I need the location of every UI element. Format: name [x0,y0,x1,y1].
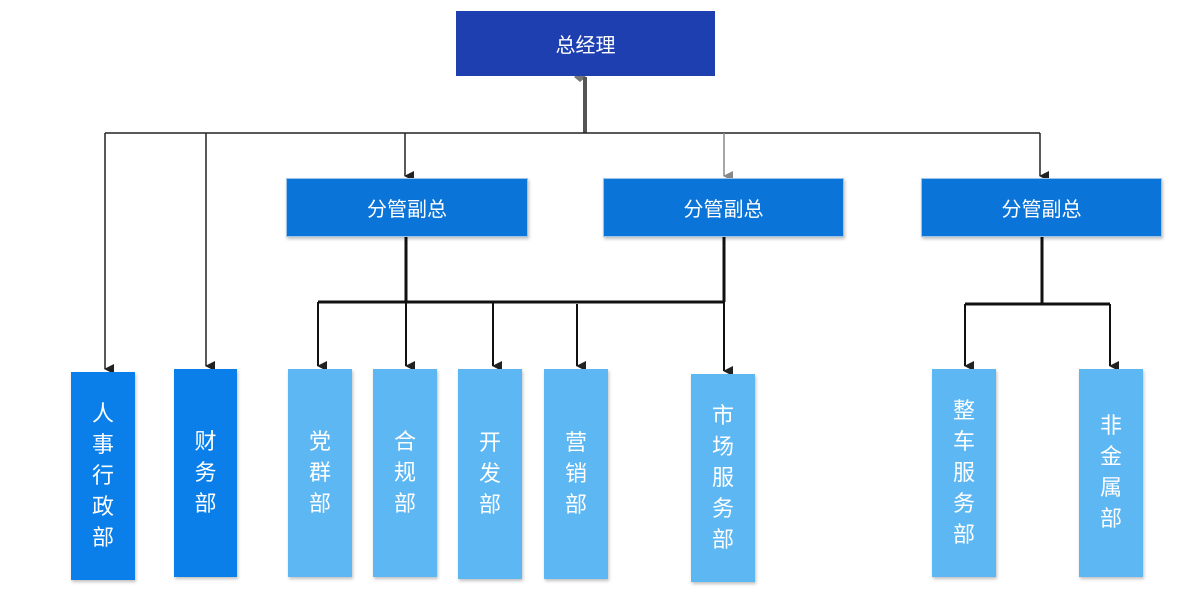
vice-president-label: 分管副总 [683,197,764,221]
department-box-party: 党群部 [288,369,352,577]
department-box-finance: 财务部 [174,369,237,577]
department-label: 合规部 [393,429,416,517]
department-box-marketing: 营销部 [544,369,608,579]
vice-president-label: 分管副总 [367,197,447,221]
vp3-bus-connector [965,237,1110,306]
department-label: 开发部 [478,430,501,518]
gm-trunk-connector [105,72,1040,134]
vice-president-box-1: 分管副总 [286,178,528,237]
department-box-compliance: 合规部 [373,369,437,577]
department-label: 非金属部 [1099,414,1122,532]
department-label: 市场服务部 [711,403,734,553]
department-box-vehicle-service: 整车服务部 [932,369,996,577]
department-box-hr-admin: 人事行政部 [71,372,135,580]
department-label: 财务部 [194,429,217,517]
department-box-development: 开发部 [458,369,522,579]
vice-president-box-3: 分管副总 [921,178,1162,237]
vice-president-label: 分管副总 [1001,197,1082,221]
department-box-market-service: 市场服务部 [691,374,755,582]
vp12-bus-connector [318,237,726,304]
department-label: 营销部 [564,430,587,518]
department-box-nonmetal: 非金属部 [1079,369,1143,577]
general-manager-box: 总经理 [456,11,715,76]
department-label: 人事行政部 [91,401,114,551]
department-label: 整车服务部 [952,398,975,548]
general-manager-label: 总经理 [555,33,616,57]
department-label: 党群部 [308,429,331,517]
vice-president-box-2: 分管副总 [603,178,844,237]
